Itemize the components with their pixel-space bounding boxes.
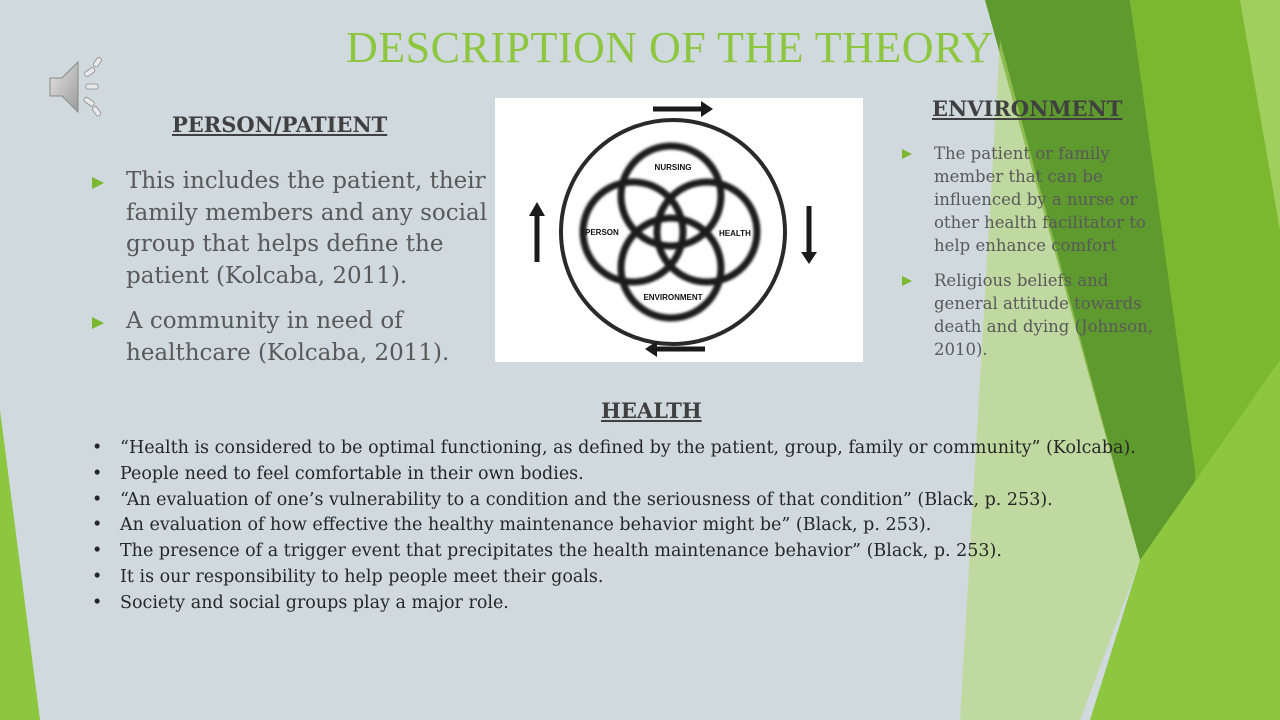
slide-title: DESCRIPTION OF THE THEORY [346, 23, 994, 72]
list-item: • “Health is considered to be optimal fun… [92, 436, 1202, 462]
health-bullet-text: An evaluation of how effective the healt… [120, 515, 932, 536]
health-bullet-text: “Health is considered to be optimal func… [120, 438, 1136, 458]
dot-bullet: • [92, 463, 103, 484]
diagram-graphic: NURSING PERSON HEALTH ENVIRONMENT [529, 101, 817, 357]
health-bullet-text: It is our responsibility to help people … [120, 566, 604, 587]
environment-bullet-list: The patient or family member that can be… [902, 142, 1172, 373]
health-bullet-list: • “Health is considered to be optimal fun… [92, 436, 1202, 617]
person-heading: PERSON/PATIENT [172, 112, 388, 137]
bottom-arrow-icon [645, 341, 705, 357]
person-bullet-text: This includes the patient, their family … [126, 168, 488, 289]
health-circle [653, 178, 761, 286]
list-item: • An evaluation of how effective the heal… [92, 513, 1202, 539]
list-item: • “An evaluation of one’s vulnerability t… [92, 488, 1202, 514]
dot-bullet: • [92, 438, 103, 458]
outer-ring [559, 118, 787, 346]
list-item: • People need to feel comfortable in thei… [92, 462, 1202, 488]
environment-circle [617, 214, 725, 322]
left-arrow-icon [529, 202, 545, 262]
dot-bullet: • [92, 541, 103, 562]
nursing-label: NURSING [655, 163, 692, 172]
health-bullet-text: “An evaluation of one’s vulnerability to… [120, 489, 1053, 510]
arrow-bullet-icon [902, 149, 912, 159]
health-label: HEALTH [719, 229, 751, 238]
health-bullet-text: The presence of a trigger event that pre… [120, 541, 1002, 562]
right-edge-shape [1240, 0, 1280, 230]
dot-bullet: • [92, 592, 103, 613]
list-item: • The presence of a trigger event that pr… [92, 539, 1202, 565]
right-bottom-shape [1090, 360, 1280, 720]
nursing-circle [617, 142, 725, 250]
dot-bullet: • [92, 515, 103, 536]
dot-bullet: • [92, 489, 103, 510]
speaker-icon[interactable] [46, 56, 112, 118]
top-arrow-icon [653, 101, 713, 117]
arrow-bullet-icon [92, 317, 104, 329]
person-label: PERSON [585, 228, 619, 237]
arrow-bullet-icon [92, 177, 104, 189]
health-bullet-text: Society and social groups play a major r… [120, 592, 509, 613]
list-item: A community in need of healthcare (Kolca… [92, 306, 492, 369]
list-item: The patient or family member that can be… [902, 142, 1172, 257]
environment-bullet-text: Religious beliefs and general attitude t… [934, 271, 1154, 359]
person-bullet-list: This includes the patient, their family … [92, 166, 492, 383]
health-heading: HEALTH [601, 398, 702, 423]
arrow-bullet-icon [902, 276, 912, 286]
environment-heading: ENVIRONMENT [932, 96, 1123, 121]
environment-bullet-text: The patient or family member that can be… [934, 144, 1146, 255]
list-item: This includes the patient, their family … [92, 166, 492, 292]
list-item: Religious beliefs and general attitude t… [902, 269, 1172, 361]
person-circle [579, 178, 687, 286]
health-bullet-text: People need to feel comfortable in their… [120, 463, 584, 484]
list-item: • It is our responsibility to help people… [92, 565, 1202, 591]
right-arrow-icon [801, 206, 817, 264]
list-item: • Society and social groups play a major … [92, 591, 1202, 617]
environment-label: ENVIRONMENT [643, 293, 702, 302]
person-bullet-text: A community in need of healthcare (Kolca… [126, 308, 450, 366]
metaparadigm-diagram: NURSING PERSON HEALTH ENVIRONMENT [495, 98, 863, 362]
left-corner-shape [0, 410, 40, 720]
dot-bullet: • [92, 566, 103, 587]
right-light-shape [960, 40, 1140, 720]
